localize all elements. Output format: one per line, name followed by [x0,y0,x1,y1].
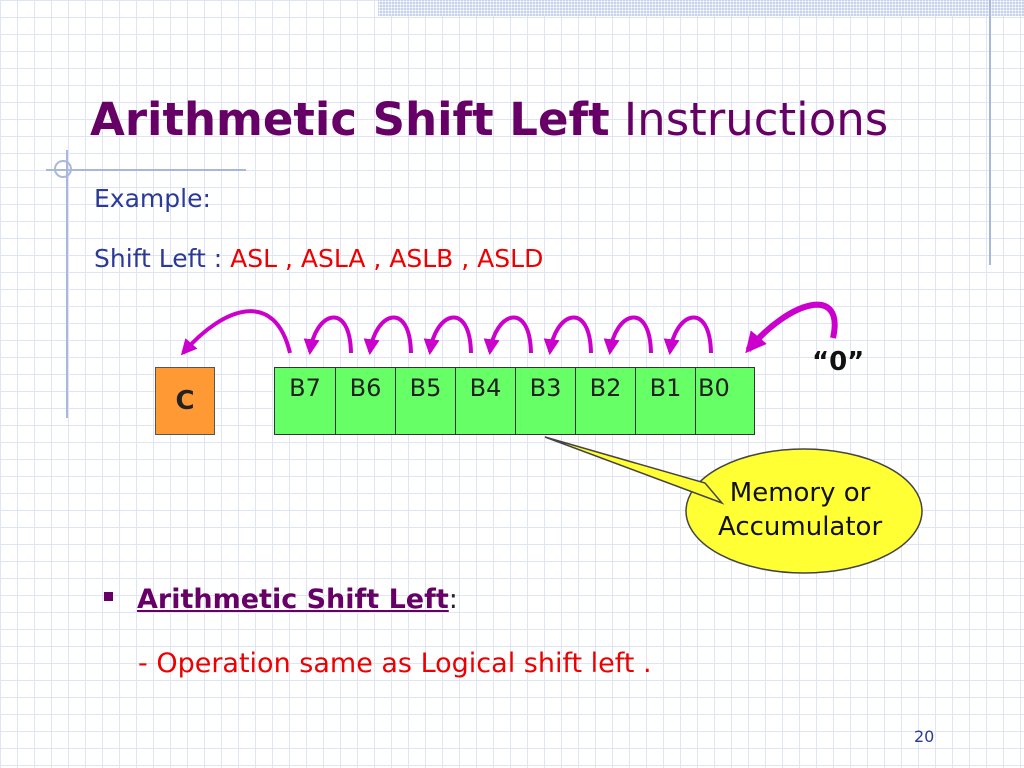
bullet-heading: Arithmetic Shift Left [137,584,449,615]
register-bits: B7 B6 B5 B4 B3 B2 B1 B0 [274,367,755,435]
bit-cell-b6: B6 [335,368,395,434]
zero-input-arrow-icon [745,301,838,354]
decorative-top-band [378,0,1024,16]
curved-shift-arrow-icon [180,309,292,356]
bit-cell-b5: B5 [395,368,455,434]
curved-shift-arrow-icon [303,315,353,356]
bullet-colon: : [448,584,458,615]
curved-shift-arrow-icon [603,315,653,356]
instruction-list: ASL , ASLA , ASLB , ASLD [230,244,544,273]
bit-cell-b4: B4 [455,368,515,434]
bit-cell-b7: B7 [275,368,335,434]
carry-flag-box: C [155,367,215,435]
bit-cell-b2: B2 [575,368,635,434]
curved-shift-arrow-icon [423,315,473,356]
slide-title: Arithmetic Shift Left Instructions [90,92,888,148]
curved-shift-arrow-icon [543,315,593,356]
shift-left-line: Shift Left : ASL , ASLA , ASLB , ASLD [94,244,543,273]
callout-line-1: Memory or [729,478,871,508]
decorative-right-line [989,0,991,265]
shift-left-label: Shift Left : [94,244,231,273]
page-number: 20 [914,727,935,746]
bit-cell-b0: B0 [695,368,754,434]
curved-shift-arrow-icon [663,315,713,356]
curved-shift-arrow-icon [483,315,533,356]
bit-cell-b1: B1 [635,368,695,434]
decorative-horizontal-line [46,169,246,171]
decorative-left-line [66,150,68,418]
bit-cell-b3: B3 [515,368,575,434]
bullet-item: Arithmetic Shift Left: [104,584,458,615]
curved-shift-arrow-icon [363,315,413,356]
example-label: Example: [94,184,211,213]
memory-callout [544,436,923,574]
square-bullet-icon [104,592,113,601]
title-bold-part: Arithmetic Shift Left [90,93,610,146]
callout-text: Memory or Accumulator [718,476,882,544]
operation-description: - Operation same as Logical shift left . [138,648,652,679]
zero-input-label: “0” [812,347,865,377]
crosshair-icon [54,160,72,178]
title-rest-part: Instructions [609,93,889,146]
callout-line-2: Accumulator [718,512,883,542]
